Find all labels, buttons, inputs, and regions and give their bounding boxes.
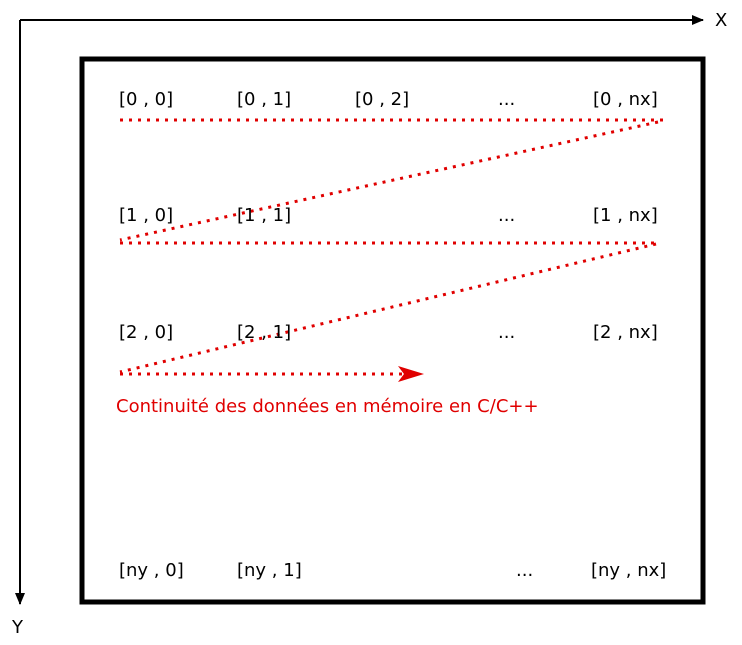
wrap-row0-to-row1 [119,120,659,242]
ellipsis-0: ... [498,89,515,110]
cell-ny-0: [ny , 0] [119,560,184,581]
cell-1-1: [1 , 1] [237,205,291,226]
ellipsis-1: ... [498,205,515,226]
grid-row-2: [2 , 0] [2 , 1] ... [2 , nx] [119,322,658,343]
ellipsis-2: ... [498,322,515,343]
cell-ny-nx: [ny , nx] [591,560,666,581]
cell-2-nx: [2 , nx] [593,322,658,343]
array-frame [79,56,706,605]
memory-traversal-path [119,118,668,376]
cell-1-0: [1 , 0] [119,205,173,226]
x-axis-label: X [715,10,727,31]
cell-0-2: [0 , 2] [355,89,409,110]
cell-1-nx: [1 , nx] [593,205,658,226]
grid-row-last: [ny , 0] [ny , 1] ... [ny , nx] [119,560,666,581]
cell-0-0: [0 , 0] [119,89,173,110]
memory-continuity-caption: Continuité des données en mémoire en C/C… [116,396,539,417]
cell-2-0: [2 , 0] [119,322,173,343]
cell-0-1: [0 , 1] [237,89,291,110]
grid-row-1: [1 , 0] [1 , 1] ... [1 , nx] [119,205,658,226]
ellipsis-last: ... [516,560,533,581]
cell-ny-1: [ny , 1] [237,560,302,581]
grid-row-0: [0 , 0] [0 , 1] [0 , 2] ... [0 , nx] [119,89,658,110]
wrap-row1-to-row2 [119,242,657,374]
traversal-arrowhead-icon [398,366,424,382]
cell-2-1: [2 , 1] [237,322,291,343]
y-axis-label: Y [11,617,24,638]
cell-0-nx: [0 , nx] [593,89,658,110]
